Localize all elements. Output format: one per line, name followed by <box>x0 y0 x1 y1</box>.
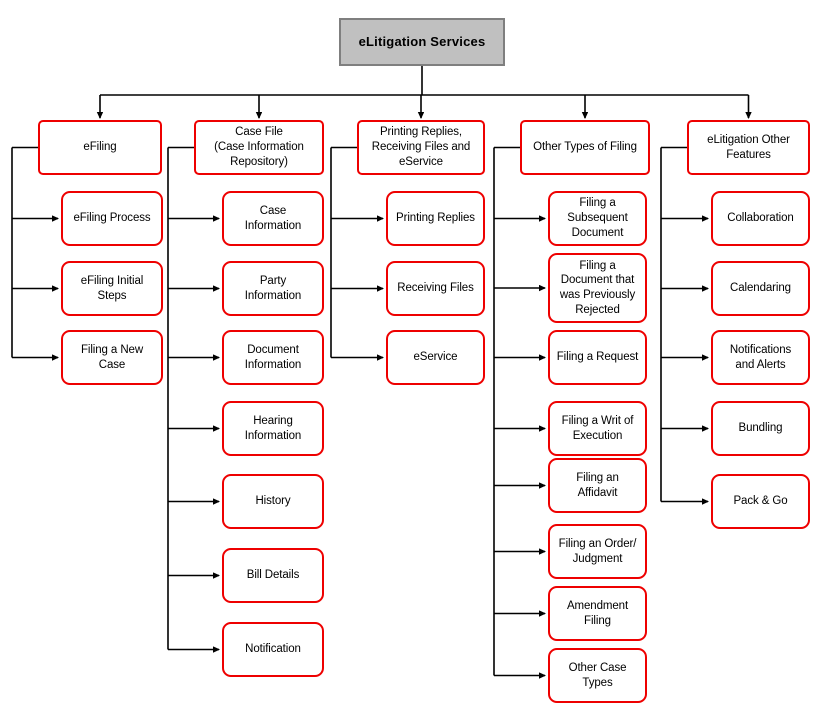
node-label: Case File (Case Information Repository) <box>214 126 304 168</box>
node-notification[interactable]: Notification <box>222 622 324 677</box>
node-collaboration[interactable]: Collaboration <box>711 191 810 246</box>
node-label: Filing an Affidavit <box>576 471 619 499</box>
node-label: Other Case Types <box>568 661 627 689</box>
node-eservice[interactable]: eService <box>386 330 485 385</box>
node-filing-a-writ-of-execution[interactable]: Filing a Writ of Execution <box>548 401 647 456</box>
branch-header-elitigation-other-features[interactable]: eLitigation Other Features <box>687 120 810 175</box>
node-label: eFiling Process <box>73 212 151 225</box>
node-label: Amendment Filing <box>566 599 629 627</box>
node-label: Filing a Writ of Execution <box>561 414 634 442</box>
node-label: Pack & Go <box>733 495 788 508</box>
node-party-information[interactable]: Party Information <box>222 261 324 316</box>
node-label: Filing a Subsequent Document <box>567 197 628 239</box>
node-label: Printing Replies, Receiving Files and eS… <box>371 126 471 168</box>
node-label: Other Types of Filing <box>533 141 637 154</box>
node-history[interactable]: History <box>222 474 324 529</box>
node-efiling-initial-steps[interactable]: eFiling Initial Steps <box>61 261 163 316</box>
node-amendment-filing[interactable]: Amendment Filing <box>548 586 647 641</box>
node-label: eFiling Initial Steps <box>80 274 144 302</box>
node-label: Party Information <box>244 274 302 302</box>
branch-header-other-types-of-filing[interactable]: Other Types of Filing <box>520 120 650 175</box>
node-label: Bill Details <box>246 569 300 582</box>
node-calendaring[interactable]: Calendaring <box>711 261 810 316</box>
node-label: Filing a Document that was Previously Re… <box>559 259 636 316</box>
node-bill-details[interactable]: Bill Details <box>222 548 324 603</box>
node-pack-go[interactable]: Pack & Go <box>711 474 810 529</box>
node-label: Filing an Order/ Judgment <box>558 537 637 565</box>
node-efiling-process[interactable]: eFiling Process <box>61 191 163 246</box>
node-printing-replies[interactable]: Printing Replies <box>386 191 485 246</box>
node-label: Filing a Request <box>556 351 639 364</box>
node-label: Notification <box>245 643 301 656</box>
node-label: eLitigation Other Features <box>707 133 790 161</box>
node-filing-a-new-case[interactable]: Filing a New Case <box>61 330 163 385</box>
node-filing-a-subsequent-document[interactable]: Filing a Subsequent Document <box>548 191 647 246</box>
node-label: Bundling <box>738 422 783 435</box>
node-label: History <box>255 495 291 508</box>
node-label: eFiling <box>83 141 117 154</box>
node-filing-a-request[interactable]: Filing a Request <box>548 330 647 385</box>
branch-header-case-file-case-information-repository[interactable]: Case File (Case Information Repository) <box>194 120 324 175</box>
node-label: Case Information <box>244 204 302 232</box>
node-filing-an-order-judgment[interactable]: Filing an Order/ Judgment <box>548 524 647 579</box>
node-label: Collaboration <box>727 212 794 225</box>
branch-header-printing-replies-receiving-files-and-eserv[interactable]: Printing Replies, Receiving Files and eS… <box>357 120 485 175</box>
node-receiving-files[interactable]: Receiving Files <box>386 261 485 316</box>
node-case-information[interactable]: Case Information <box>222 191 324 246</box>
node-label: Receiving Files <box>397 282 474 295</box>
node-document-information[interactable]: Document Information <box>222 330 324 385</box>
node-label: Filing a New Case <box>80 343 144 371</box>
node-filing-an-affidavit[interactable]: Filing an Affidavit <box>548 458 647 513</box>
node-label: eLitigation Services <box>358 33 486 49</box>
node-hearing-information[interactable]: Hearing Information <box>222 401 324 456</box>
node-label: Calendaring <box>730 282 791 295</box>
node-label: Hearing Information <box>244 414 302 442</box>
branch-header-efiling[interactable]: eFiling <box>38 120 162 175</box>
node-label: Document Information <box>244 343 302 371</box>
node-filing-a-document-that-was-previously-reje[interactable]: Filing a Document that was Previously Re… <box>548 253 647 323</box>
node-label: eService <box>413 351 458 364</box>
node-bundling[interactable]: Bundling <box>711 401 810 456</box>
node-notifications-and-alerts[interactable]: Notifications and Alerts <box>711 330 810 385</box>
node-label: Notifications and Alerts <box>729 343 792 371</box>
node-label: Printing Replies <box>396 212 475 225</box>
node-other-case-types[interactable]: Other Case Types <box>548 648 647 703</box>
root-node-elitigation-services[interactable]: eLitigation Services <box>339 18 505 66</box>
